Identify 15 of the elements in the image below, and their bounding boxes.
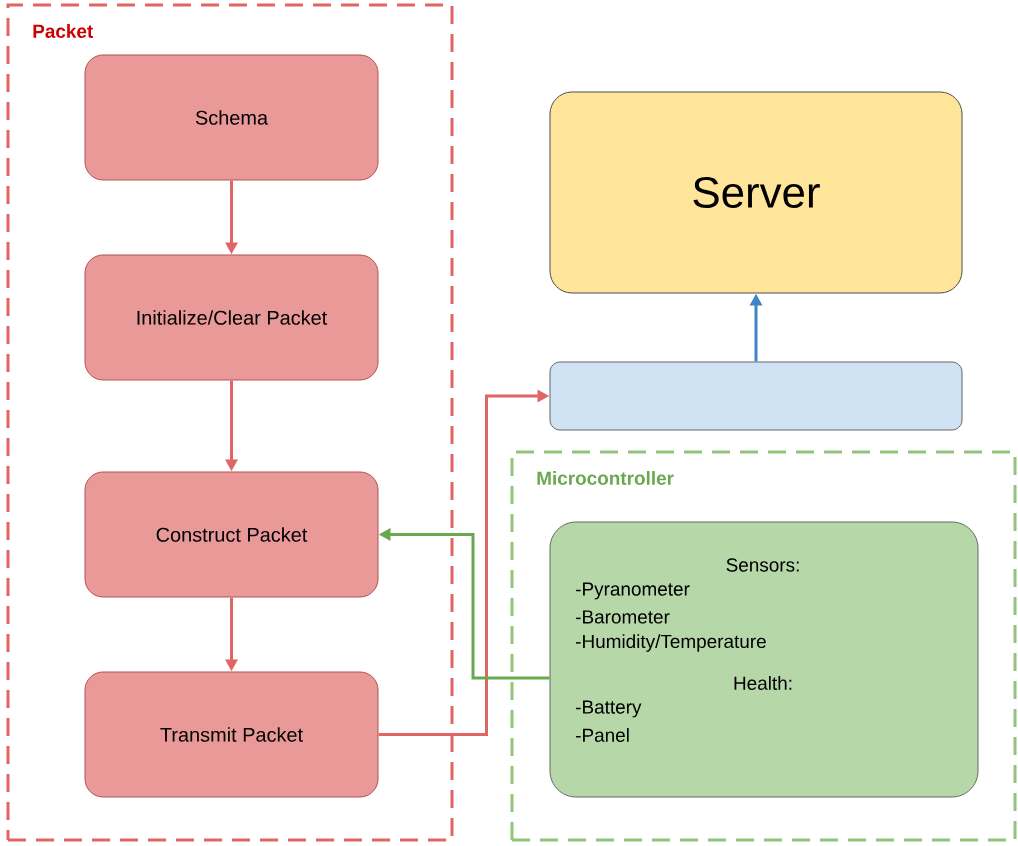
process-box: Construct Packet — [84, 471, 379, 598]
list-item: -Pyranometer — [576, 582, 690, 600]
list-item: -Barometer — [576, 610, 670, 624]
group-title: Microcontroller — [534, 469, 676, 487]
process-box: Initialize/Clear Packet — [84, 254, 379, 381]
section-heading: Health: — [734, 676, 792, 690]
list-item: -Panel — [576, 728, 629, 742]
module-box — [549, 361, 963, 431]
section-heading: Sensors: — [726, 558, 799, 572]
server-box: Server — [549, 91, 963, 294]
process-box: Schema — [84, 54, 379, 181]
group-title: Packet — [30, 22, 96, 40]
list-item: -Humidity/Temperature — [576, 634, 766, 652]
process-box: Transmit Packet — [84, 671, 379, 798]
list-item: -Battery — [576, 700, 642, 718]
